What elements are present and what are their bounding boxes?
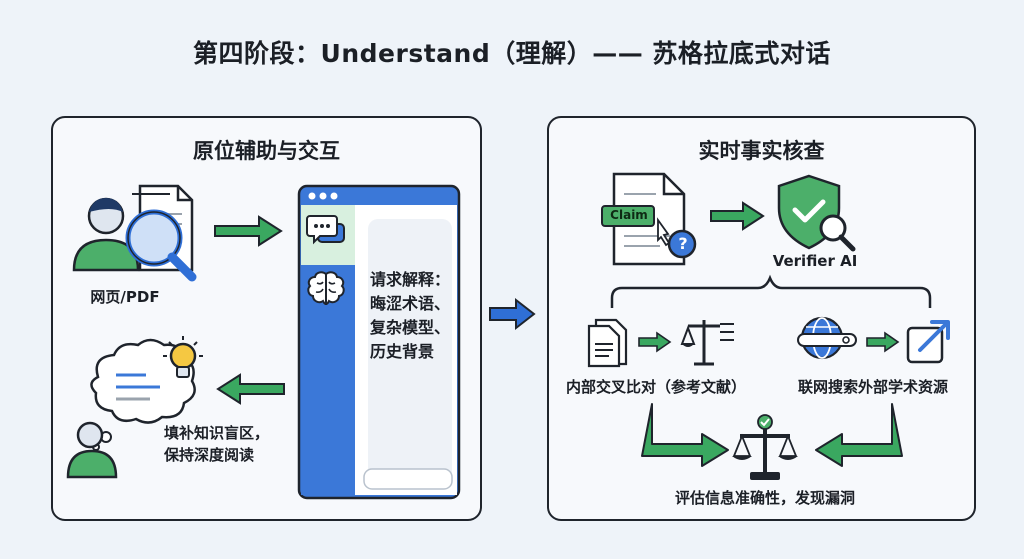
chat-window	[297, 184, 461, 500]
request-line: 历史背景	[370, 342, 435, 361]
arrow-right-green	[214, 215, 283, 247]
explanation-request: 请求解释： 晦涩术语、 复杂模型、 历史背景	[370, 268, 450, 364]
evaluation-result-label: 评估信息准确性，发现漏洞	[674, 489, 855, 507]
request-line: 复杂模型、	[370, 318, 451, 337]
lightbulb-icon	[163, 336, 203, 378]
request-line: 请求解释：	[370, 270, 451, 289]
request-line: 晦涩术语、	[370, 294, 451, 313]
learning-outcome: 填补知识盲区， 保持深度阅读	[164, 422, 269, 466]
branch-bracket	[610, 274, 932, 308]
claim-tag: Claim	[610, 208, 648, 222]
claim-document-icon	[601, 172, 697, 266]
reference-documents-icon	[587, 318, 628, 368]
arrow-converge-right	[815, 403, 903, 467]
internal-crosscheck-label: 内部交叉比对（参考文献）	[566, 378, 747, 396]
outcome-line: 填补知识盲区，	[164, 424, 270, 442]
arrow-right-blue	[489, 297, 536, 331]
chat-bubble-icon	[306, 215, 345, 245]
arrow-right-small-1	[638, 331, 672, 353]
right-panel-title: 实时事实核查	[698, 139, 825, 163]
outcome-line: 保持深度阅读	[164, 446, 255, 464]
reader-with-document-icon	[72, 184, 197, 282]
external-search-label: 联网搜索外部学术资源	[798, 378, 949, 396]
page-title: 第四阶段：Understand（理解）—— 苏格拉底式对话	[193, 39, 831, 68]
arrow-right-green-claim	[710, 201, 765, 231]
question-mark-icon: ?	[678, 234, 688, 253]
verifier-label: Verifier AI	[772, 252, 858, 270]
arrow-left-green	[216, 373, 285, 405]
globe-search-icon	[797, 316, 857, 360]
brain-icon	[307, 271, 345, 306]
arrow-converge-left	[641, 403, 729, 467]
scales-icon	[732, 414, 798, 480]
thinking-person-icon	[66, 338, 196, 479]
source-label: 网页/PDF	[90, 288, 160, 306]
external-link-icon	[906, 320, 950, 364]
balance-icon	[680, 320, 734, 366]
left-panel-title: 原位辅助与交互	[193, 139, 340, 163]
arrow-right-small-2	[866, 331, 900, 353]
verifier-shield-icon	[777, 174, 856, 252]
